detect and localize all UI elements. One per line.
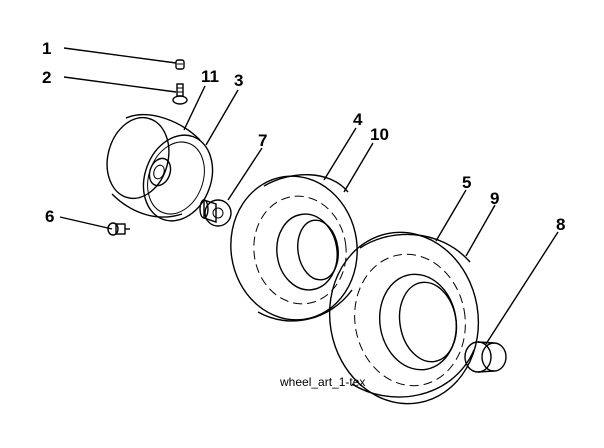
callout-1: 1	[42, 39, 51, 58]
callouts: 1 2 11 3 7 6 4 10 5 9 8	[42, 39, 565, 234]
bolt-fitting	[107, 222, 130, 236]
valve-stem	[172, 83, 188, 105]
hub-cap	[464, 341, 507, 373]
callout-6: 6	[45, 207, 54, 226]
callout-9: 9	[490, 189, 499, 208]
callout-10: 10	[370, 125, 389, 144]
callout-11: 11	[201, 67, 219, 86]
callout-2: 2	[42, 68, 51, 87]
figure-caption: wheel_art_1-tex	[279, 375, 365, 389]
callout-5: 5	[462, 173, 471, 192]
callout-7: 7	[258, 131, 267, 150]
valve-cap	[175, 59, 185, 70]
callout-8: 8	[556, 215, 565, 234]
callout-4: 4	[353, 110, 363, 129]
callout-3: 3	[234, 71, 243, 90]
rear-tire	[328, 231, 480, 405]
leader-lines	[59, 47, 559, 345]
wheel-rim	[106, 114, 214, 222]
spacer-bushing	[199, 199, 232, 227]
front-tire	[230, 174, 358, 322]
